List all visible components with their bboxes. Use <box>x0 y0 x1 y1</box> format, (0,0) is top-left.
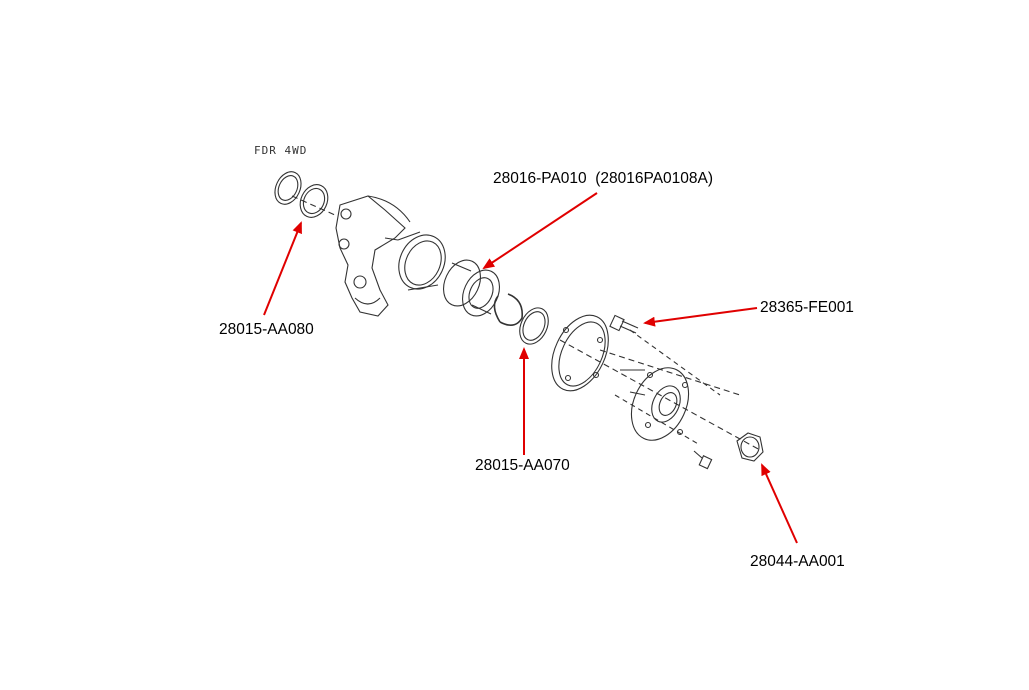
part-number-label: 28365-FE001 <box>760 299 854 316</box>
lower-bolt-drawing <box>693 450 713 470</box>
hub-bolt-drawing <box>609 314 639 334</box>
arrow-28015-AA080 <box>263 221 302 316</box>
arrow-28016-PA010 <box>482 192 598 270</box>
part-number-label: 28015-AA080 <box>219 321 314 338</box>
snap-ring-drawing <box>493 293 524 326</box>
hub-seal-drawing <box>519 307 549 345</box>
part-number-label: 28044-AA001 <box>750 553 845 570</box>
arrow-28365-FE001 <box>643 307 758 327</box>
knuckle-housing-drawing <box>335 195 446 317</box>
diagram-caption: FDR 4WD <box>254 144 308 157</box>
knuckle-seal-drawing <box>299 184 329 218</box>
part-number-label: 28015-AA070 <box>475 457 570 474</box>
wheel-hub-drawing <box>620 367 690 441</box>
part-number-label: 28016-PA010 (28016PA0108A) <box>493 170 714 187</box>
callout-arrows <box>263 192 798 544</box>
backing-plate-drawing <box>551 314 609 392</box>
axle-nut-drawing <box>736 432 764 462</box>
arrow-28044-AA001 <box>761 463 798 544</box>
part-drawings <box>274 171 764 470</box>
outer-seal-ring <box>274 171 302 205</box>
